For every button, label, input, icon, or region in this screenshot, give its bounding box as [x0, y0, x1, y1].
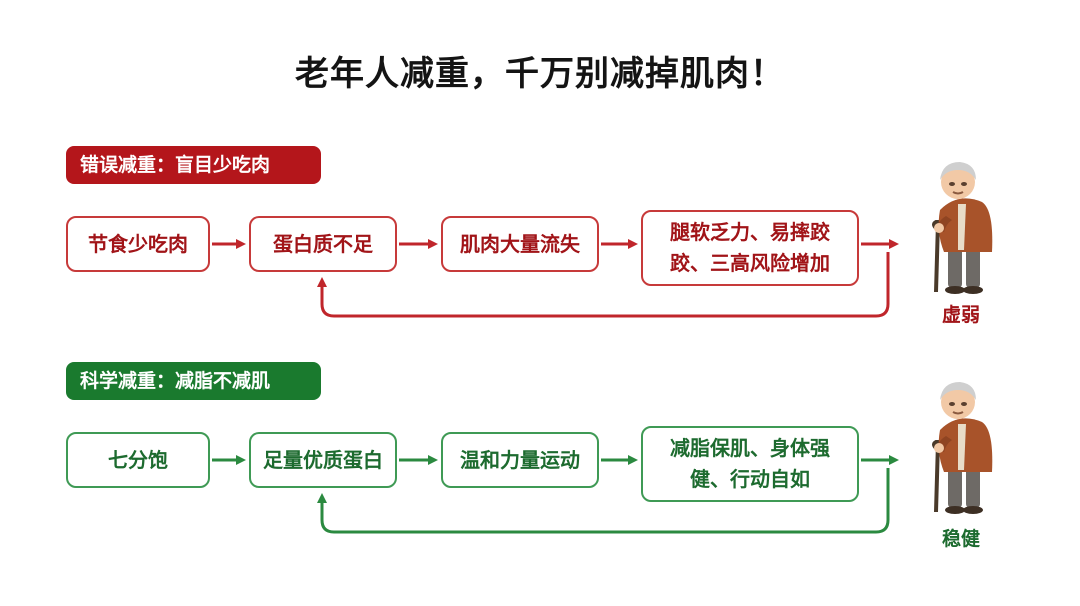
wrong-step-2-text: 蛋白质不足	[273, 231, 373, 256]
wrong-step-1: 节食少吃肉	[66, 216, 210, 272]
right-step-4-line-2: 健、行动自如	[690, 467, 810, 491]
right-step-2-text: 足量优质蛋白	[263, 447, 383, 472]
wrong-step-4-line-2: 跤、三高风险增加	[670, 251, 830, 275]
right-approach-tag: 科学减重：减脂不减肌	[66, 362, 321, 400]
right-step-4: 减脂保肌、身体强 健、行动自如	[641, 426, 859, 502]
elderly-person-steady-icon	[932, 382, 993, 514]
wrong-step-3-text: 肌肉大量流失	[460, 231, 580, 256]
right-step-3: 温和力量运动	[441, 432, 599, 488]
wrong-approach-tag: 错误减重：盲目少吃肉	[66, 146, 321, 184]
wrong-step-2: 蛋白质不足	[249, 216, 397, 272]
right-step-2: 足量优质蛋白	[249, 432, 397, 488]
wrong-feedback-loop	[317, 252, 890, 318]
wrong-step-3: 肌肉大量流失	[441, 216, 599, 272]
right-outcome-label: 稳健	[941, 528, 980, 550]
right-step-4-line-1: 减脂保肌、身体强	[670, 436, 830, 460]
page-title: 老年人减重，千万别减掉肌肉！	[295, 54, 785, 94]
right-step-1-text: 七分饱	[108, 447, 168, 472]
right-step-3-text: 温和力量运动	[460, 447, 580, 472]
right-step-1: 七分饱	[66, 432, 210, 488]
wrong-step-1-text: 节食少吃肉	[88, 231, 188, 256]
elderly-person-weak-icon	[932, 162, 993, 294]
wrong-step-4: 腿软乏力、易摔跤 跤、三高风险增加	[641, 210, 859, 286]
wrong-outcome-label: 虚弱	[941, 304, 980, 326]
wrong-step-4-line-1: 腿软乏力、易摔跤	[670, 220, 830, 244]
right-feedback-loop	[317, 468, 890, 534]
